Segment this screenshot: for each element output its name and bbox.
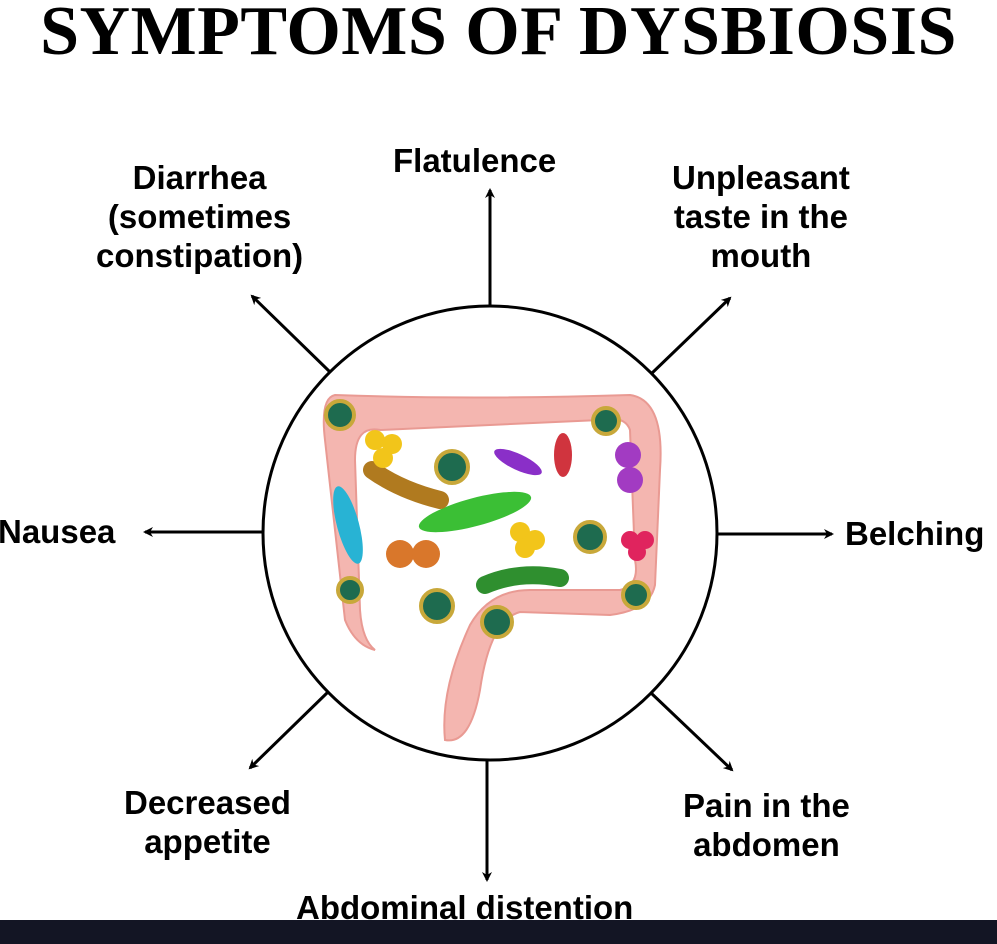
label-line: Abdominal distention bbox=[296, 889, 634, 926]
label-diarrhea: Diarrhea (sometimes constipation) bbox=[96, 158, 303, 275]
label-flatulence: Flatulence bbox=[393, 141, 556, 180]
label-pain: Pain in the abdomen bbox=[683, 786, 850, 864]
arrows bbox=[143, 188, 834, 882]
arrow-down-left bbox=[248, 690, 330, 770]
arrow-up-right bbox=[648, 296, 732, 377]
colon-illustration bbox=[322, 393, 662, 742]
label-line: Decreased bbox=[124, 784, 291, 821]
brown-bacterium bbox=[363, 461, 449, 509]
label-distention: Abdominal distention bbox=[296, 888, 633, 927]
label-appetite: Decreased appetite bbox=[124, 783, 291, 861]
label-line: appetite bbox=[144, 823, 271, 860]
label-line: Unpleasant bbox=[672, 159, 850, 196]
label-line: abdomen bbox=[693, 826, 840, 863]
red-bacterium bbox=[554, 433, 572, 477]
label-line: taste in the bbox=[673, 198, 849, 235]
viruses bbox=[324, 399, 651, 639]
magenta-cocci bbox=[621, 531, 654, 561]
arrow-up-left bbox=[250, 294, 332, 374]
blue-bacterium bbox=[333, 486, 363, 564]
label-line: (sometimes bbox=[107, 198, 292, 235]
label-unpleasant-taste: Unpleasant taste in the mouth bbox=[672, 158, 850, 275]
label-line: mouth bbox=[710, 237, 812, 274]
label-line: Belching bbox=[845, 515, 985, 552]
orange-cocci bbox=[386, 540, 440, 568]
purple-cocci bbox=[615, 442, 643, 493]
label-line: Nausea bbox=[0, 513, 116, 550]
label-line: constipation) bbox=[96, 237, 304, 274]
green-spiral-bacterium bbox=[476, 566, 569, 594]
label-line: Diarrhea bbox=[132, 159, 267, 196]
label-line: Pain in the bbox=[683, 787, 850, 824]
green-bacterium bbox=[418, 491, 532, 533]
bottom-bar bbox=[0, 920, 997, 944]
label-nausea: Nausea bbox=[0, 512, 115, 551]
yellow-cocci bbox=[365, 430, 545, 558]
page-title: SYMPTOMS OF DYSBIOSIS bbox=[40, 0, 957, 70]
arrow-down-right bbox=[648, 690, 734, 772]
purple-bacterium bbox=[494, 448, 542, 476]
label-line: Flatulence bbox=[393, 142, 557, 179]
label-belching: Belching bbox=[845, 514, 984, 553]
